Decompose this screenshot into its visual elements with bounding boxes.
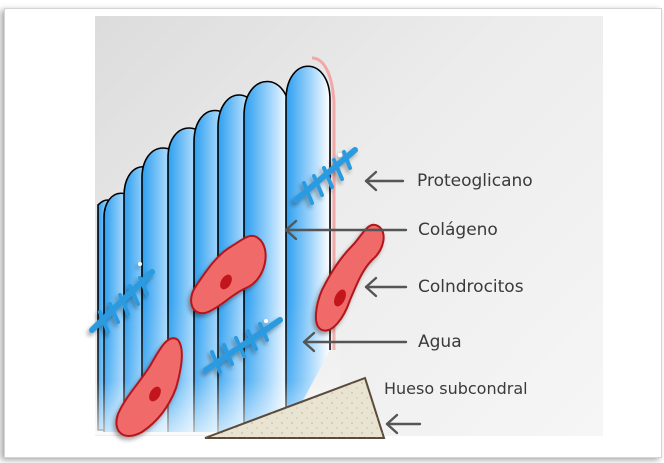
label-proteoglicano: Proteoglicano bbox=[417, 171, 533, 191]
label-colageno: Colágeno bbox=[418, 220, 498, 240]
label-condrocitos: Colndrocitos bbox=[418, 277, 524, 297]
arrow-condrocitos bbox=[366, 278, 406, 296]
collagen-fibers bbox=[95, 58, 340, 435]
arrow-proteoglicano bbox=[366, 172, 403, 190]
label-agua: Agua bbox=[418, 332, 462, 352]
label-hueso-subcondral: Hueso subcondral bbox=[384, 379, 528, 398]
arrow-hueso bbox=[387, 415, 420, 433]
